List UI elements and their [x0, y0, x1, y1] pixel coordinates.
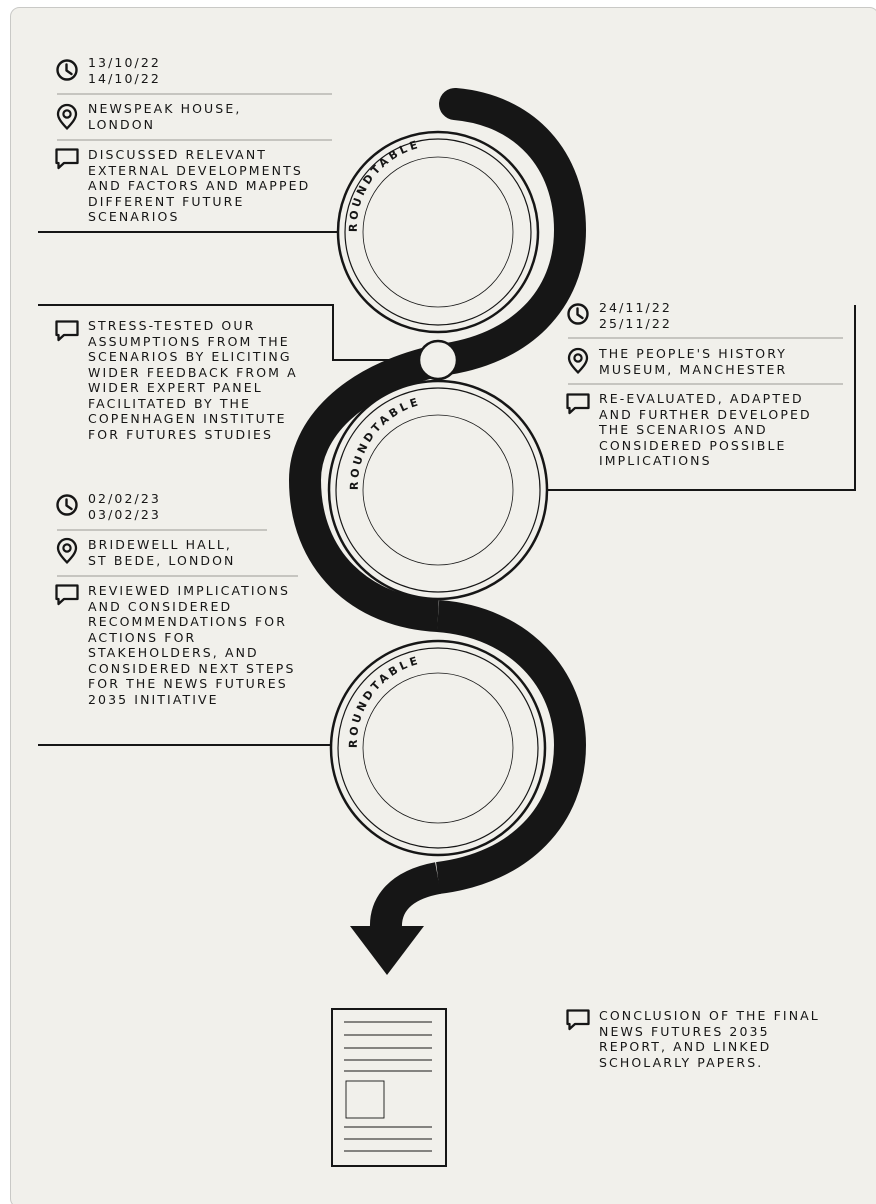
- timeline-arrowhead: [350, 926, 424, 975]
- roundtable-1-location: NEWSPEAK HOUSE, LONDON: [88, 101, 242, 132]
- expert-panel-node: [417, 339, 459, 381]
- timeline-path: [288, 88, 587, 929]
- roundtable-1-description: DISCUSSED RELEVANT EXTERNAL DEVELOPMENTS…: [88, 147, 311, 224]
- roundtable-2-dates: 24/11/22 25/11/22: [599, 300, 672, 331]
- conclusion-description: CONCLUSION OF THE FINAL NEWS FUTURES 203…: [599, 1008, 820, 1070]
- document-icon: [331, 1008, 447, 1167]
- roundtable-2-location: THE PEOPLE'S HISTORY MUSEUM, MANCHESTER: [599, 346, 788, 377]
- expert-panel-description: STRESS-TESTED OUR ASSUMPTIONS FROM THE S…: [88, 318, 298, 442]
- roundtable-1-dates: 13/10/22 14/10/22: [88, 55, 161, 86]
- roundtable-3-location: BRIDEWELL HALL, ST BEDE, LONDON: [88, 537, 236, 568]
- expert-panel-connector: [38, 304, 419, 361]
- roundtable-2-description: RE-EVALUATED, ADAPTED AND FURTHER DEVELO…: [599, 391, 812, 468]
- roundtable-2-connector: [547, 305, 856, 491]
- roundtable-3-description: REVIEWED IMPLICATIONS AND CONSIDERED REC…: [88, 583, 296, 707]
- roundtable-3-dates: 02/02/23 03/02/23: [88, 491, 161, 522]
